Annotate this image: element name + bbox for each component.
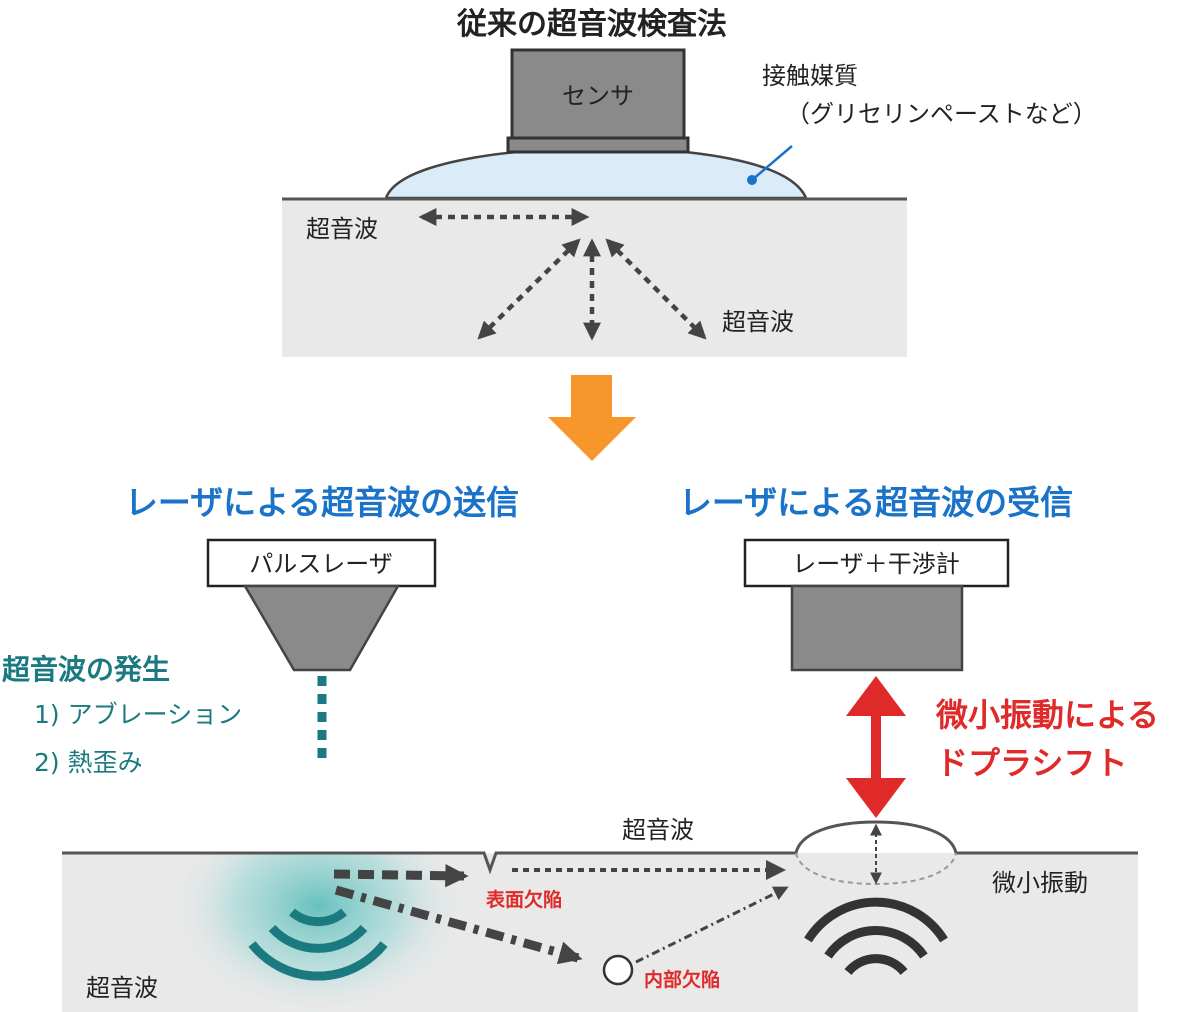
top-arrow-down-right (605, 238, 707, 340)
bottom-wave-label-top: 超音波 (622, 816, 694, 844)
glow-mask-top (150, 760, 490, 852)
internal-defect-marker (602, 954, 634, 986)
doppler-text-line-1: 微小振動による (935, 696, 1159, 734)
to-internal-defect-arrow (334, 885, 583, 965)
bottom-surface-line (62, 820, 1138, 875)
pulse-laser-label: パルスレーザ (249, 550, 393, 578)
bottom-wave-label-bottom: 超音波 (86, 974, 158, 1002)
transition-arrow (548, 375, 636, 461)
to-surface-defect-arrow (333, 864, 469, 888)
couplant-leader (751, 145, 793, 181)
couplant-example: （グリセリンペーストなど） (786, 100, 1097, 128)
sensor-base (506, 136, 690, 154)
generation-heading: 超音波の発生 (2, 653, 170, 686)
source-wave-arcs (248, 908, 388, 981)
interferometer-body (790, 584, 964, 672)
sensor-label: センサ (562, 82, 634, 110)
interferometer-label: レーザ＋干渉計 (792, 550, 960, 578)
pulse-laser-box (206, 538, 437, 588)
doppler-arrow-head-bottom (846, 778, 906, 818)
micro-vibration-label: 微小振動 (992, 869, 1088, 897)
top-wave-arrows (418, 208, 707, 341)
from-internal-defect-arrow (635, 886, 789, 964)
sensor-body (510, 48, 686, 140)
internal-defect-label: 内部欠陥 (644, 968, 720, 991)
couplant-leader-dot (747, 175, 757, 185)
doppler-text-line-2: ドプラシフト (936, 744, 1127, 782)
top-wave-label-right: 超音波 (722, 308, 794, 336)
top-wave-label-left: 超音波 (306, 215, 378, 243)
receive-heading: レーザによる超音波の受信 (679, 483, 1073, 522)
pulse-laser-cone (242, 584, 401, 672)
couplant-label: 接触媒質 (762, 62, 858, 90)
diagram-title: 従来の超音波検査法 (456, 7, 727, 42)
transmit-heading: レーザによる超音波の送信 (125, 483, 519, 522)
generation-method-2: 2) 熱歪み (34, 748, 143, 777)
doppler-arrow-head-top (846, 676, 906, 716)
couplant-blob (384, 146, 808, 200)
top-arrow-down-left (477, 238, 581, 340)
receiver-wave-arcs (804, 897, 948, 976)
generation-method-1: 1) アブレーション (34, 700, 242, 729)
surface-defect-label: 表面欠陥 (486, 888, 562, 911)
